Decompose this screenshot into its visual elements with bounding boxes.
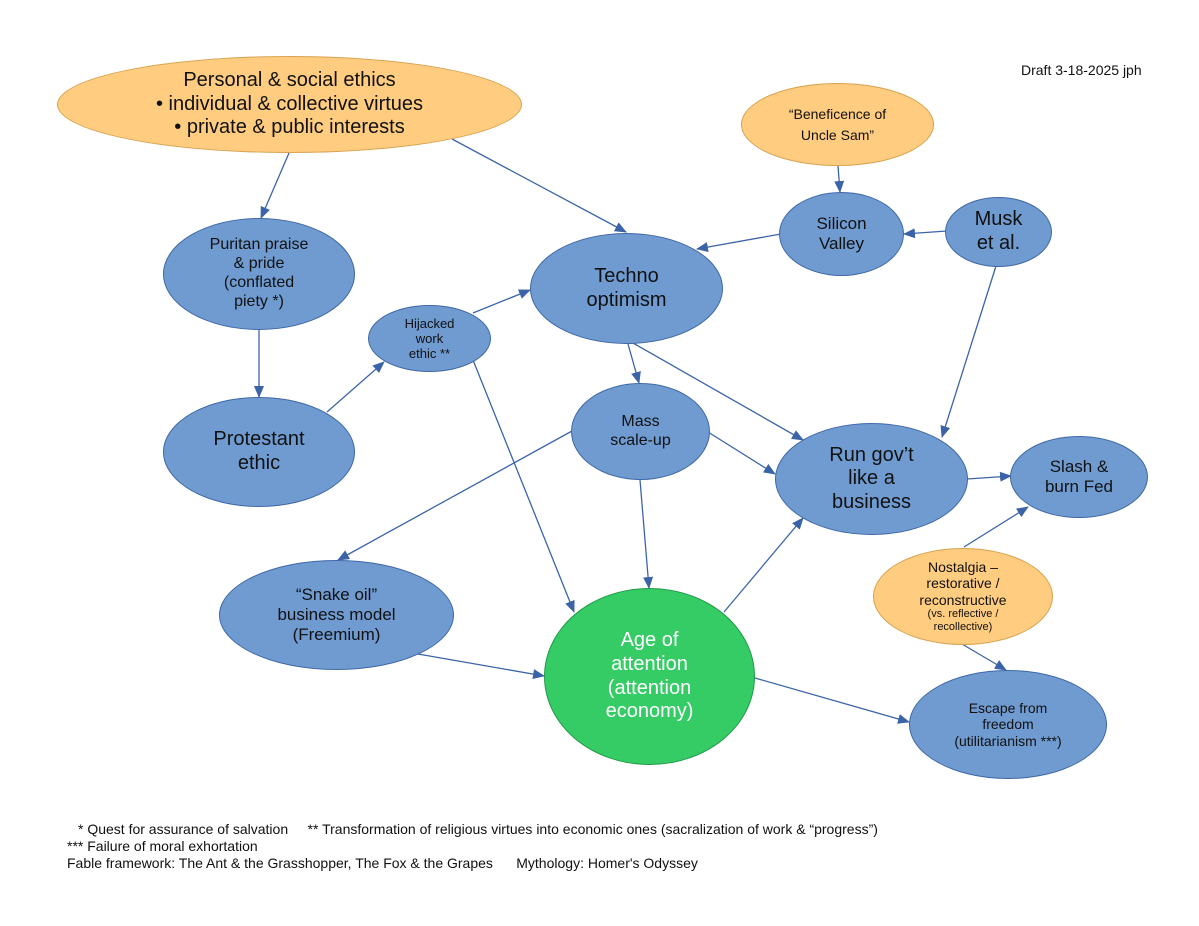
node-label-line: et al. [976,232,1021,254]
node-age-of-attention: Age of attention (attention economy) [544,588,755,765]
node-hijacked-work-ethic: Hijacked work ethic ** [368,305,491,372]
node-label-line: Valley [818,234,865,253]
node-label-line: Musk [974,208,1023,231]
node-label-line: work [415,330,444,346]
node-label-line: Techno [594,264,659,287]
draft-label: Draft 3-18-2025 jph [1021,62,1142,78]
node-techno-optimism: Techno optimism [530,233,723,344]
footnote-line-2: *** Failure of moral exhortation [67,838,258,854]
edge-beneficence-to-silicon [834,165,845,193]
edge-mass-to-rungovt [707,431,776,475]
node-label-line: Silicon [816,213,867,233]
node-label-line: (utilitarianism ***) [954,732,1062,749]
node-label-line: Escape from [968,699,1048,716]
node-label-line: optimism [586,288,667,311]
node-label-line: freedom [982,716,1034,733]
edge-personal-to-puritan [260,152,290,219]
node-label-line: business model [277,604,396,624]
node-label-line: burn Fed [1044,477,1114,496]
node-personal-social-ethics: Personal & social ethics • individual & … [57,56,522,153]
node-label-line: (vs. reflective / [927,608,999,621]
node-musk-et-al: Musk et al. [945,197,1052,267]
node-label-line: & pride [233,255,285,273]
node-label-line: Protestant [213,428,305,451]
node-label-line: Age of [620,629,679,652]
node-label-line: • private & public interests [174,116,405,139]
node-run-govt-like-a-business: Run gov’t like a business [775,423,968,535]
node-label-line: economy) [605,700,694,723]
edge-hijacked-to-age [472,359,575,613]
node-label-line: recollective) [933,621,993,634]
node-label-line: (Freemium) [292,625,381,645]
node-escape-from-freedom: Escape from freedom (utilitarianism ***) [909,670,1107,779]
node-label-line: • individual & collective virtues [155,92,424,115]
node-label-line: (attention [607,676,692,699]
edge-silicon-to-techno [696,233,782,252]
node-label-line: Personal & social ethics [183,69,396,92]
node-nostalgia: Nostalgia – restorative / reconstructive… [873,548,1053,645]
edge-personal-to-techno [451,138,627,233]
node-puritan-praise-pride: Puritan praise & pride (conflated piety … [163,218,355,330]
edge-age-to-escape [754,677,910,724]
edge-techno-to-mass [627,343,641,384]
node-silicon-valley: Silicon Valley [779,192,904,276]
edge-age-to-rungovt [723,517,804,613]
edge-nostalgia-to-escape [961,643,1007,671]
edge-snakeoil-to-age [417,653,545,680]
edge-musk-to-rungovt [940,265,997,438]
edge-musk-to-silicon [903,228,948,239]
node-label-line: “Beneficence of [788,105,887,122]
edge-rungovt-to-slash [966,471,1012,482]
node-label-line: Hijacked [404,315,455,331]
node-label-line: scale-up [610,431,671,449]
node-mass-scale-up: Mass scale-up [571,383,710,480]
edge-hijacked-to-techno [472,289,531,314]
edge-mass-to-snakeoil [337,430,573,561]
node-label-line: Uncle Sam” [800,126,875,143]
node-slash-burn-fed: Slash & burn Fed [1010,436,1148,518]
edge-nostalgia-to-slash [963,506,1029,548]
node-label-line: ethic [237,452,281,474]
node-snake-oil-business-model: “Snake oil” business model (Freemium) [219,560,454,670]
edge-protestant-to-hijacked [326,361,385,413]
node-label-line: Slash & [1049,456,1109,476]
node-label-line: Nostalgia – [927,558,999,575]
footnote-line-1: * Quest for assurance of salvation ** Tr… [78,821,878,837]
node-label-line: (conflated [223,274,295,291]
node-label-line: like a [848,467,895,490]
node-label-line: ethic ** [408,346,451,362]
edge-techno-to-rungovt [632,342,804,441]
node-label-line: attention [611,652,688,675]
node-label-line: piety *) [234,292,284,310]
node-protestant-ethic: Protestant ethic [163,397,355,507]
node-label-line: Mass [621,412,660,430]
edge-mass-to-age [639,479,654,589]
node-label-line: Run gov’t [829,443,914,466]
node-label-line: “Snake oil” [295,584,378,604]
node-label-line: Puritan praise [209,236,309,254]
node-label-line: restorative / [926,575,1000,592]
node-beneficence-of-uncle-sam: “Beneficence of Uncle Sam” [741,83,934,166]
footnote-line-3: Fable framework: The Ant & the Grasshopp… [67,855,698,871]
node-label-line: reconstructive [919,591,1007,608]
node-label-line: business [832,490,911,513]
